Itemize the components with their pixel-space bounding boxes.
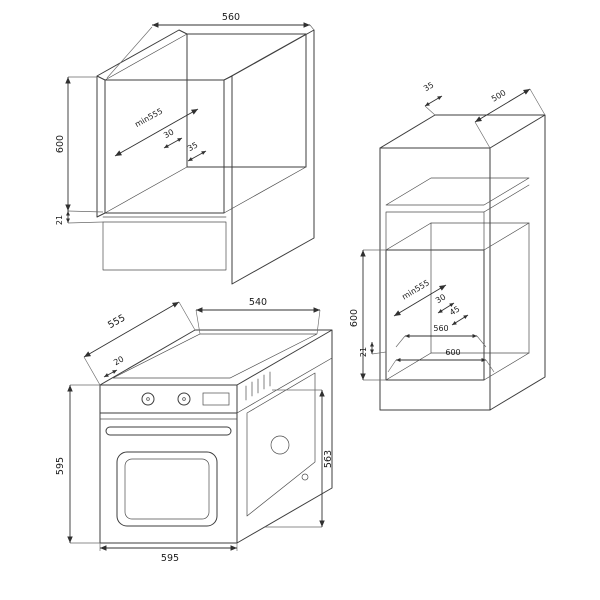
niche-back-wall xyxy=(186,33,307,168)
oven-bodydepth-ext xyxy=(83,301,196,386)
oven-width-label: 595 xyxy=(161,553,179,564)
tall-topgap-ext xyxy=(424,105,436,116)
oven-knob-right-center xyxy=(182,397,186,401)
niche-gap-b-label: 35 xyxy=(186,140,199,153)
tall-nichewidth-label: 560 xyxy=(433,324,448,333)
side-vent-slots xyxy=(245,371,271,401)
tall-niche-back-wall xyxy=(430,222,530,354)
oven-bodywidth-label: 540 xyxy=(249,297,267,308)
tall-cabinet-front xyxy=(379,147,491,411)
tall-cabinet-shelf xyxy=(385,177,530,251)
oven-diagram: 540 555 20 595 563 595 xyxy=(55,297,334,564)
tall-topdepth-label: 500 xyxy=(490,88,508,104)
door-handle xyxy=(105,426,232,436)
oven-frameoffset-dimline xyxy=(103,369,118,378)
niche-gap-a-dimline xyxy=(163,137,183,149)
tall-topdepth-ext xyxy=(474,88,546,149)
niche-opening xyxy=(104,79,225,214)
side-seam xyxy=(236,357,333,414)
oven-top-side xyxy=(99,329,333,544)
side-panel-inset xyxy=(246,372,316,517)
cabinet-niche-diagram: 560 600 21 min555 30 35 xyxy=(55,12,315,285)
niche-height-ext xyxy=(67,76,104,213)
tall-cabwidth-ext xyxy=(387,359,495,373)
oven-knob-right xyxy=(177,392,191,406)
oven-depthtotal-ext xyxy=(265,389,322,528)
oven-knob-left xyxy=(141,392,155,406)
tall-topdepth-dimline xyxy=(474,88,531,123)
tall-cabinet-top-side xyxy=(379,114,546,411)
right-side-panel xyxy=(223,29,315,285)
tall-cabwidth-label: 600 xyxy=(445,348,460,357)
tall-nichedepth-dimline xyxy=(393,284,447,317)
tall-nicheheight-label: 600 xyxy=(349,309,360,327)
oven-bodywidth-ext xyxy=(195,309,321,335)
niche-height-label: 600 xyxy=(55,135,66,153)
oven-knob-left-center xyxy=(146,397,150,401)
tall-topgap-dimline xyxy=(424,95,443,107)
oven-height-ext xyxy=(70,384,100,544)
door-window-inner xyxy=(124,458,210,520)
side-panel-screw xyxy=(301,473,309,481)
niche-width-ext xyxy=(106,24,315,79)
tall-nicheheight-ext xyxy=(363,249,386,381)
tall-niche-opening xyxy=(385,249,485,381)
niche-width-label: 560 xyxy=(222,12,240,23)
tall-recess-label: 21 xyxy=(359,347,368,357)
oven-bodydepth-dimline xyxy=(83,301,180,358)
tall-gap-a-label: 30 xyxy=(434,292,447,305)
tall-topgap-label: 35 xyxy=(422,80,435,93)
tall-gap-a-dimline xyxy=(437,302,455,314)
niche-depth-label: min555 xyxy=(133,107,164,130)
tall-gap-b-dimline xyxy=(451,314,469,326)
tall-nichedepth-label: min555 xyxy=(400,278,431,301)
oven-frameoffset-label: 20 xyxy=(112,354,125,367)
tall-cabinet-diagram: 35 500 600 min555 30 45 560 600 21 xyxy=(349,80,546,411)
oven-display xyxy=(202,392,230,406)
drawer-front xyxy=(102,216,227,271)
oven-height-label: 595 xyxy=(55,457,66,475)
oven-width-ext xyxy=(99,543,238,551)
niche-gap-b-dimline xyxy=(187,150,207,162)
left-side-panel xyxy=(96,29,188,218)
side-panel-hole xyxy=(270,435,290,455)
niche-gap-a-label: 30 xyxy=(162,127,175,140)
niche-recess-label: 21 xyxy=(55,215,64,225)
door-window-outer xyxy=(116,451,218,527)
niche-recess-ext xyxy=(67,221,104,224)
tall-nichewidth-ext xyxy=(395,335,487,348)
tall-gap-b-label: 45 xyxy=(448,304,461,317)
oven-bodydepth-label: 555 xyxy=(106,313,127,332)
oven-depthtotal-label: 563 xyxy=(323,450,334,468)
niche-depth-dimline xyxy=(114,108,199,157)
tall-niche-depth-edges xyxy=(385,222,530,381)
tall-recess-ext xyxy=(371,351,387,355)
